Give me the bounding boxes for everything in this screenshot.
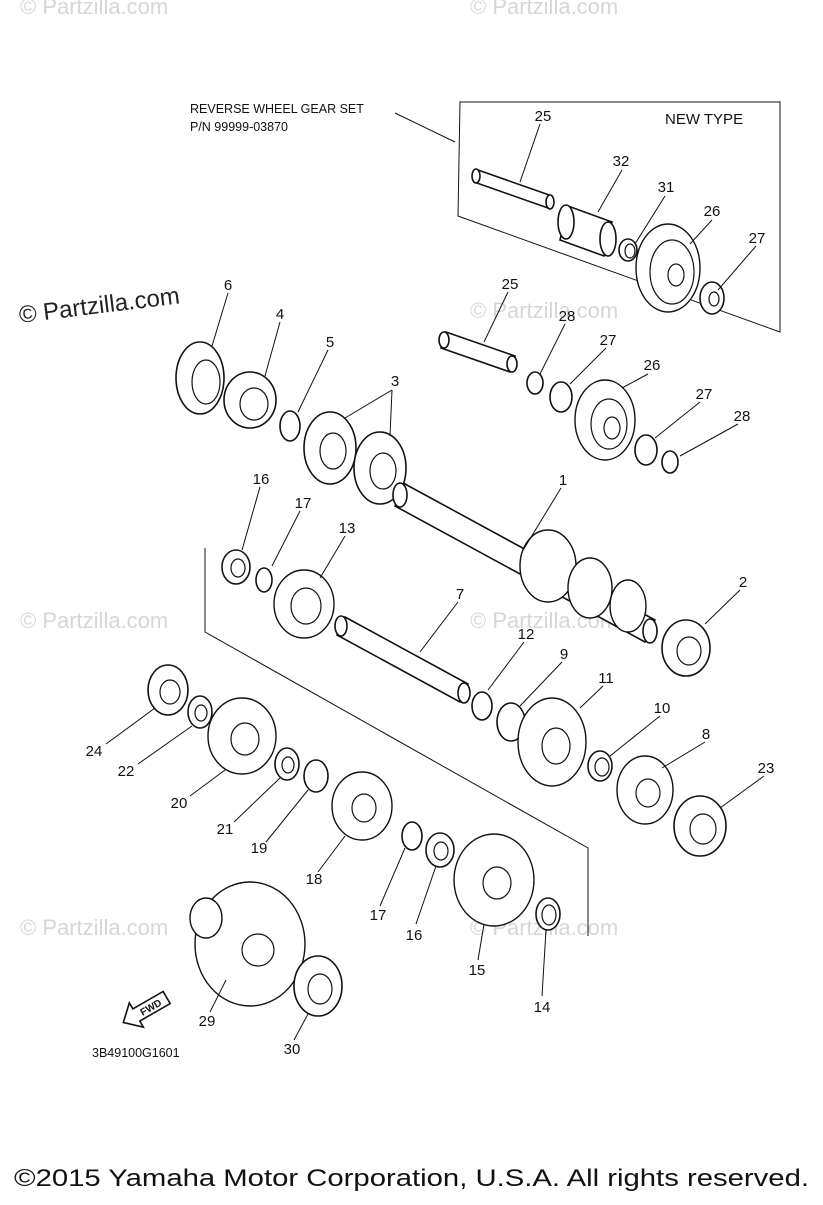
label-19: 19 bbox=[251, 840, 268, 857]
label-30: 30 bbox=[284, 1041, 301, 1058]
watermark: © Partzilla.com bbox=[20, 0, 168, 19]
oil-seal-6 bbox=[175, 341, 225, 415]
label-17b: 17 bbox=[370, 907, 387, 924]
lock-washer-16b bbox=[425, 832, 455, 868]
bearing-23 bbox=[673, 795, 727, 857]
label-15: 15 bbox=[469, 962, 486, 979]
washer-27a bbox=[549, 381, 573, 413]
label-27a: 27 bbox=[749, 230, 766, 247]
callout-leader bbox=[394, 112, 456, 143]
label-12: 12 bbox=[518, 626, 535, 643]
bearing-3b bbox=[353, 431, 407, 505]
lock-washer-16a bbox=[221, 549, 251, 585]
label-17a: 17 bbox=[295, 495, 312, 512]
label-16b: 16 bbox=[406, 927, 423, 944]
label-10: 10 bbox=[654, 700, 671, 717]
new-type-label: NEW TYPE bbox=[665, 111, 743, 128]
bushing-14 bbox=[535, 897, 561, 931]
label-27c: 27 bbox=[696, 386, 713, 403]
label-16a: 16 bbox=[253, 471, 270, 488]
label-28b: 28 bbox=[734, 408, 751, 425]
label-25b: 25 bbox=[502, 276, 519, 293]
gear-15 bbox=[453, 833, 535, 927]
circlip-28a bbox=[526, 371, 544, 395]
drive-axle-7 bbox=[334, 615, 471, 704]
label-27b: 27 bbox=[600, 332, 617, 349]
gear-26 bbox=[574, 379, 636, 461]
bearing-3a bbox=[303, 411, 357, 485]
watermark: © Partzilla.com bbox=[470, 298, 618, 323]
inset-bearing-31 bbox=[618, 238, 638, 262]
label-28a: 28 bbox=[559, 308, 576, 325]
needle-bearing-10 bbox=[587, 750, 613, 782]
main-axle-1 bbox=[392, 482, 658, 644]
inset-shaft-25 bbox=[471, 168, 555, 210]
o-ring-5 bbox=[279, 410, 301, 442]
bearing-24 bbox=[147, 664, 189, 716]
fwd-label: FWD bbox=[139, 998, 164, 1019]
copyright: ©2015 Yamaha Motor Corporation, U.S.A. A… bbox=[14, 1165, 809, 1192]
gear-13 bbox=[273, 569, 335, 639]
diagram-code: 3B49100G1601 bbox=[92, 1046, 180, 1060]
label-5: 5 bbox=[326, 334, 334, 351]
label-11: 11 bbox=[598, 670, 614, 687]
circlip-17a bbox=[255, 567, 273, 593]
watermark-main: © Partzilla.com bbox=[17, 282, 181, 329]
label-3: 3 bbox=[391, 373, 399, 390]
inset-collar-32 bbox=[557, 204, 617, 258]
label-2: 2 bbox=[739, 574, 747, 591]
bearing-2 bbox=[661, 619, 711, 677]
label-24: 24 bbox=[86, 743, 103, 760]
label-14: 14 bbox=[534, 999, 551, 1016]
label-23: 23 bbox=[758, 760, 775, 777]
label-8: 8 bbox=[702, 726, 710, 743]
circlip-28b bbox=[661, 450, 679, 474]
fwd-arrow: FWD bbox=[122, 990, 172, 1029]
label-26a: 26 bbox=[704, 203, 721, 220]
inset-gear-26 bbox=[635, 223, 701, 313]
callout-title: REVERSE WHEEL GEAR SET bbox=[190, 102, 364, 116]
circlip-12 bbox=[471, 691, 493, 721]
label-31: 31 bbox=[658, 179, 675, 196]
bearing-4 bbox=[223, 371, 277, 429]
group-frame bbox=[204, 548, 589, 936]
label-22: 22 bbox=[118, 763, 135, 780]
bearing-30 bbox=[293, 955, 343, 1017]
washer-27b bbox=[634, 434, 658, 466]
label-1: 1 bbox=[559, 472, 567, 489]
label-13: 13 bbox=[339, 520, 356, 537]
new-type-box bbox=[457, 101, 781, 333]
circlip-17b bbox=[401, 821, 423, 851]
gear-8 bbox=[616, 755, 674, 825]
label-20: 20 bbox=[171, 795, 188, 812]
label-29: 29 bbox=[199, 1013, 216, 1030]
watermark: © Partzilla.com bbox=[470, 0, 618, 19]
watermark: © Partzilla.com bbox=[20, 915, 168, 940]
gear-29 bbox=[189, 881, 306, 1007]
label-32: 32 bbox=[613, 153, 630, 170]
washer-22 bbox=[187, 695, 213, 729]
watermark: © Partzilla.com bbox=[20, 608, 168, 633]
label-21: 21 bbox=[217, 821, 234, 838]
label-9: 9 bbox=[560, 646, 568, 663]
gear-20 bbox=[207, 697, 277, 775]
collar-21 bbox=[274, 747, 300, 781]
callout-part-number: P/N 99999-03870 bbox=[190, 120, 288, 134]
washer-19 bbox=[303, 759, 329, 793]
label-7: 7 bbox=[456, 586, 464, 603]
dog-clutch-18 bbox=[331, 771, 393, 841]
shaft-25 bbox=[438, 330, 518, 374]
gear-11 bbox=[517, 697, 587, 787]
label-25a: 25 bbox=[535, 108, 552, 125]
label-18: 18 bbox=[306, 871, 323, 888]
label-4: 4 bbox=[276, 306, 284, 323]
label-6: 6 bbox=[224, 277, 232, 294]
leader-lines bbox=[105, 123, 765, 1041]
label-26b: 26 bbox=[644, 357, 661, 374]
